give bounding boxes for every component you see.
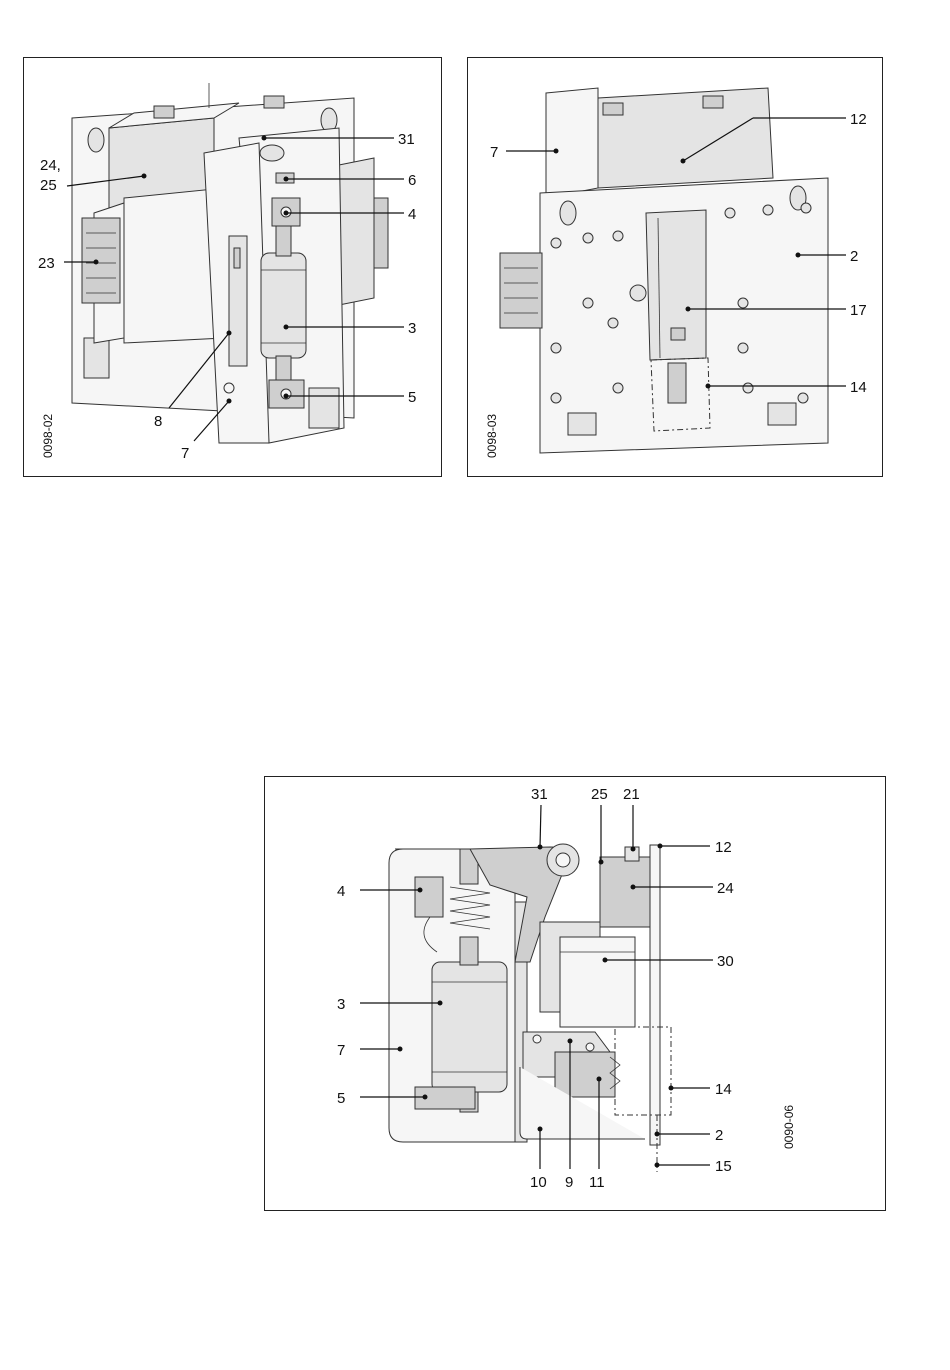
callout-7: 7 — [490, 144, 498, 161]
callout-7: 7 — [337, 1042, 345, 1059]
callout-8: 8 — [154, 413, 162, 430]
figure-code: 0098-02 — [41, 414, 55, 458]
callout-2: 2 — [715, 1127, 723, 1144]
figure-code: 0090-06 — [782, 1105, 796, 1149]
callout-24: 24 — [717, 880, 734, 897]
callout-9: 9 — [565, 1174, 573, 1191]
callout-12: 12 — [850, 111, 867, 128]
release-magnet — [555, 1052, 615, 1097]
callout-3: 3 — [408, 320, 416, 337]
figure-code: 0098-03 — [485, 414, 499, 458]
contactor-front-view-drawing: 24, 25 23 31 6 4 3 5 8 7 0098-02 — [24, 58, 441, 476]
callout-30: 30 — [717, 953, 734, 970]
mounting-plate — [650, 845, 660, 1145]
callout-3: 3 — [337, 996, 345, 1013]
figure-0098-02: 24, 25 23 31 6 4 3 5 8 7 0098-02 — [23, 57, 442, 477]
callout-23: 23 — [38, 255, 55, 272]
vacuum-interrupter — [432, 962, 507, 1092]
auxiliary-contact-block — [500, 253, 542, 328]
callout-4: 4 — [408, 206, 416, 223]
contactor-rear-view-drawing: 7 12 2 17 14 0098-03 — [468, 58, 882, 476]
callout-5: 5 — [408, 389, 416, 406]
callout-17: 17 — [850, 302, 867, 319]
callout-12: 12 — [715, 839, 732, 856]
callout-4: 4 — [337, 883, 345, 900]
callout-11: 11 — [589, 1174, 605, 1191]
callout-31: 31 — [531, 786, 548, 803]
callout-6: 6 — [408, 172, 416, 189]
callout-25: 25 — [40, 177, 57, 194]
contactor-cross-section-drawing: 31 25 21 12 4 24 30 3 7 14 5 2 15 10 9 1… — [265, 777, 885, 1210]
callout-31: 31 — [398, 131, 415, 148]
upper-terminal — [415, 877, 443, 917]
callout-5: 5 — [337, 1090, 345, 1107]
vacuum-interrupter — [261, 253, 306, 358]
callout-7: 7 — [181, 445, 189, 462]
callout-15: 15 — [715, 1158, 732, 1175]
latch-outline — [615, 1027, 671, 1115]
callout-10: 10 — [530, 1174, 547, 1191]
callout-2: 2 — [850, 248, 858, 265]
callout-14: 14 — [715, 1081, 732, 1098]
callout-24: 24, — [40, 157, 61, 174]
figure-0098-03: 7 12 2 17 14 0098-03 — [467, 57, 883, 477]
coil — [560, 937, 635, 1027]
side-plate — [546, 88, 598, 198]
auxiliary-switch — [600, 857, 652, 927]
callout-25: 25 — [591, 786, 608, 803]
callout-21: 21 — [623, 786, 640, 803]
figure-0090-06: 31 25 21 12 4 24 30 3 7 14 5 2 15 10 9 1… — [264, 776, 886, 1211]
callout-14: 14 — [850, 379, 867, 396]
auxiliary-contact-block — [82, 218, 120, 303]
